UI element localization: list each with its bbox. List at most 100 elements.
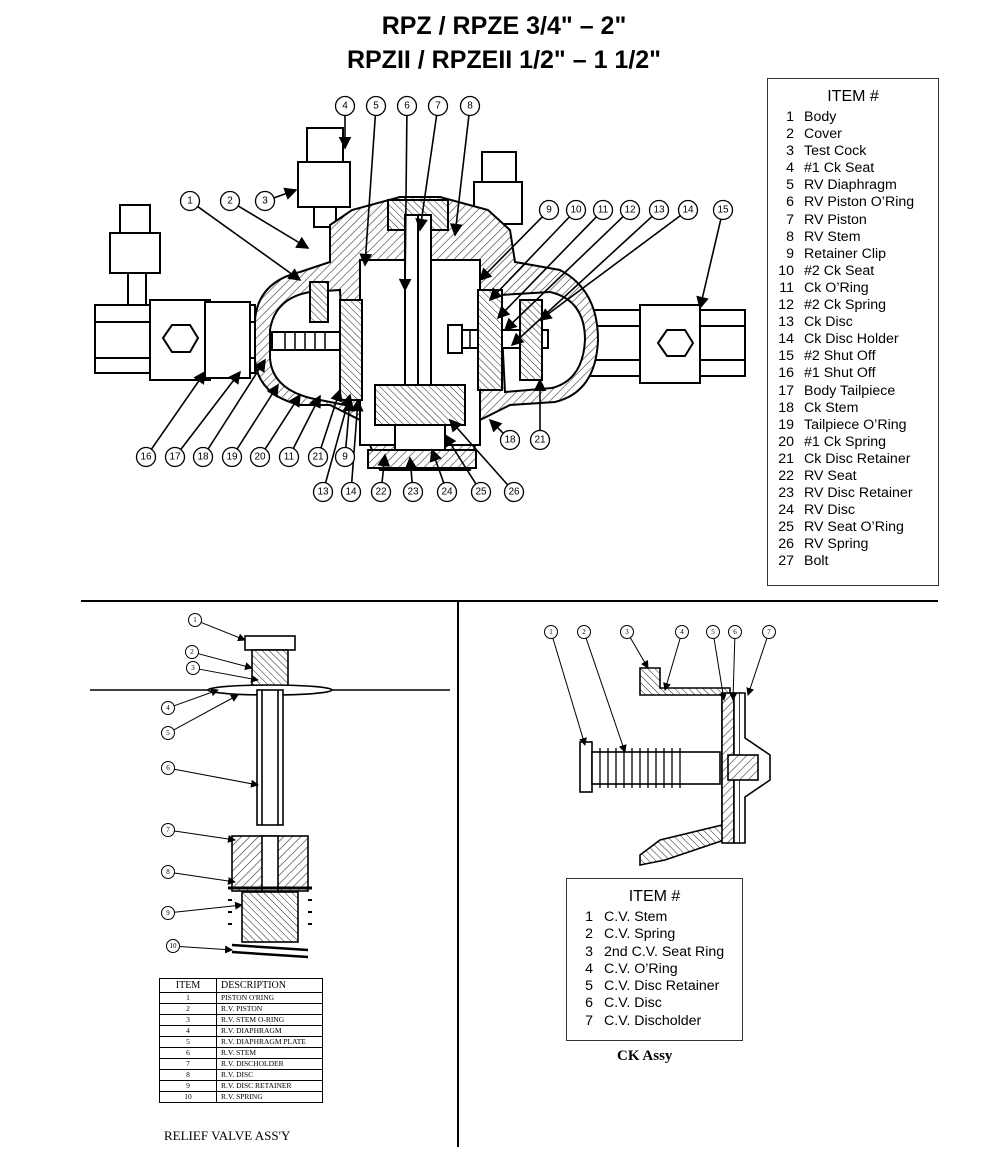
main-callout-top: 8 [459,95,481,117]
main-item-number: 18 [778,399,794,416]
leader-line [197,205,302,281]
leader-line [510,215,653,347]
main-callout-top: 11 [592,199,614,221]
leader-line [449,115,470,237]
main-callout-bottom: 18 [499,429,521,451]
main-item-label: #1 Shut Off [804,365,876,382]
ck-callout-text: 1 [549,628,553,636]
main-item-row: 7 RV Piston [768,212,938,229]
main-callout-bottom-text: 26 [508,487,520,498]
leader-line [503,216,624,332]
ck-callout: 2 [577,625,591,639]
main-item-row: 20#1 Ck Spring [768,434,938,451]
leader-line [174,901,243,913]
main-item-number: 26 [778,536,794,553]
main-item-label: Ck O’Ring [804,279,869,296]
main-callout-bottom-text: 22 [375,487,387,498]
leader-line [342,398,356,448]
main-item-label: RV Piston O’Ring [804,194,915,211]
rv-item-number: 10 [159,1091,217,1103]
main-item-number: 10 [778,262,794,279]
main-callout-top: 14 [677,199,699,221]
leader-line [429,448,445,484]
leader-line [444,433,477,485]
rv-callout-text: 10 [170,942,178,950]
rv-callout-text: 5 [166,729,170,737]
main-callout-bottom: 24 [436,481,458,503]
main-item-label: #2 Ck Spring [804,297,887,314]
leader-line [324,393,354,484]
leader-line [398,115,412,292]
main-item-label: RV Piston [804,211,867,228]
rv-callout: 4 [161,701,175,715]
ck-callout: 7 [762,625,776,639]
main-callout-bottom-text: 25 [475,487,487,498]
rv-callout-text: 2 [190,648,194,656]
main-item-number: 23 [778,485,794,502]
main-item-label: RV Seat [804,467,857,484]
main-item-number: 3 [786,143,794,160]
main-callout-top-text: 1 [187,196,193,207]
leader-line [237,205,310,249]
main-item-label: Ck Stem [804,399,859,416]
rv-item-number: 8 [159,1069,217,1081]
rv-item-number: 7 [159,1058,217,1070]
main-callout-top: 4 [334,95,356,117]
ck-callout: 5 [706,625,720,639]
main-item-number: 2 [786,126,794,143]
rv-callout: 7 [161,823,175,837]
main-item-label: Body [804,109,837,125]
rv-item-description: PISTON O'RING [216,992,323,1004]
rv-callout-text: 6 [166,764,170,772]
rv-callout-text: 9 [166,909,170,917]
rv-callout: 6 [161,761,175,775]
main-item-label: RV Stem [804,228,861,245]
leader-line [377,453,391,483]
main-callout-bottom: 26 [503,481,525,503]
main-callout-top-text: 8 [467,101,473,112]
main-callout-bottom: 22 [370,481,392,503]
vertical-divider [457,602,459,1147]
rv-callout: 1 [188,613,202,627]
main-callout-top-text: 13 [653,205,665,216]
ck-callout-text: 3 [625,628,629,636]
leader-line [179,945,233,954]
main-callout-bottom: 17 [164,446,186,468]
ck-item-number: 5 [585,978,593,995]
main-callout-top: 6 [396,95,418,117]
main-callout-bottom: 21 [307,446,329,468]
ck-item-number: 6 [585,995,593,1012]
main-item-number: 24 [778,502,794,519]
leader-line [359,115,377,267]
leader-line [404,456,418,483]
ck-item-number: 7 [585,1012,593,1029]
main-item-number: 14 [778,331,794,348]
main-callout-bottom: 13 [312,481,334,503]
main-callout-bottom-text: 18 [504,435,516,446]
main-callout-top-text: 9 [546,205,552,216]
main-item-number: 1 [786,109,794,125]
main-item-number: 7 [786,211,794,228]
main-callout-top: 10 [565,199,587,221]
main-callout-bottom: 21 [529,429,551,451]
ck-callout: 1 [544,625,558,639]
title-line-1: RPZ / RPZE 3/4" – 2" [381,12,627,40]
rv-callout-text: 7 [166,826,170,834]
leader-line [415,115,438,232]
main-callout-top: 9 [538,199,560,221]
main-callout-bottom: 9 [334,446,356,468]
main-callout-bottom-text: 20 [254,452,266,463]
leader-line [292,394,321,449]
main-item-label: RV Seat O’Ring [804,519,904,536]
ck-item-label: C.V. O’Ring [604,960,678,977]
main-callout-top-text: 5 [373,101,379,112]
ck-callout-text: 4 [680,628,684,636]
